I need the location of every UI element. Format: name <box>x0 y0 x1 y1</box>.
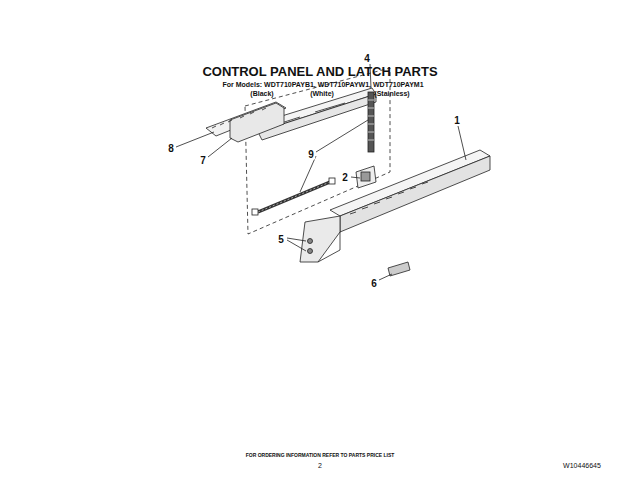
leader-line <box>458 126 466 160</box>
board-pins <box>212 108 266 128</box>
spring-column <box>368 92 374 152</box>
callout-number: 5 <box>277 234 285 245</box>
callout-number: 9 <box>307 149 315 160</box>
callout-number: 1 <box>453 115 461 126</box>
console-face <box>340 156 490 232</box>
console-edge <box>318 232 340 262</box>
connector-plug <box>329 178 335 184</box>
screw <box>308 249 313 254</box>
wire-harness <box>258 182 330 212</box>
connector-plug <box>252 209 258 215</box>
diagram-title: CONTROL PANEL AND LATCH PARTS <box>202 65 437 79</box>
callout-number: 8 <box>167 143 175 154</box>
leader-line <box>351 177 360 178</box>
door-latch <box>356 166 376 188</box>
callout-number: 2 <box>341 172 349 183</box>
leader-line <box>379 274 392 280</box>
page-number: 2 <box>318 462 322 470</box>
frame-detail <box>315 103 345 112</box>
color-note: (Stainless) <box>374 90 409 98</box>
color-note: (Black) <box>250 90 273 98</box>
latch-hook <box>361 172 370 181</box>
leader-line <box>208 138 232 157</box>
callout-number: 6 <box>370 278 378 289</box>
screw <box>308 239 313 244</box>
spring-coils <box>368 100 374 140</box>
console-buttons <box>350 182 428 214</box>
wire-harness-strands <box>258 182 330 212</box>
leader-line <box>287 238 306 251</box>
leader-line <box>176 132 214 147</box>
ordering-note: FOR ORDERING INFORMATION REFER TO PARTS … <box>246 453 395 459</box>
callout-number: 7 <box>199 155 207 166</box>
console-end <box>300 216 340 262</box>
control-housing <box>230 103 284 142</box>
document-number: W10446645 <box>563 462 601 470</box>
callout-number: 4 <box>363 53 371 64</box>
model-list: For Models: WDT710PAYB1, WDT710PAYW1, WD… <box>222 81 423 89</box>
color-note: (White) <box>310 90 334 98</box>
leader-line <box>300 120 368 192</box>
